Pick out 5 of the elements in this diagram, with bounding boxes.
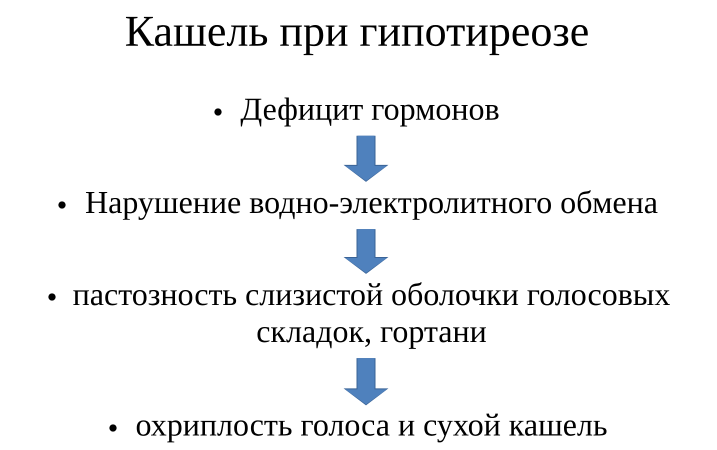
title: Кашель при гипотиреозе — [126, 16, 588, 56]
list-item: Нарушение водно-электролитного обмена — [86, 190, 658, 220]
list-item: охриплость голоса и сухой кашель — [136, 414, 607, 442]
list-item: пастозность слизистой оболочки голосовых складок, гортани — [73, 282, 670, 349]
list-item: Дефицит гормонов — [240, 98, 499, 126]
